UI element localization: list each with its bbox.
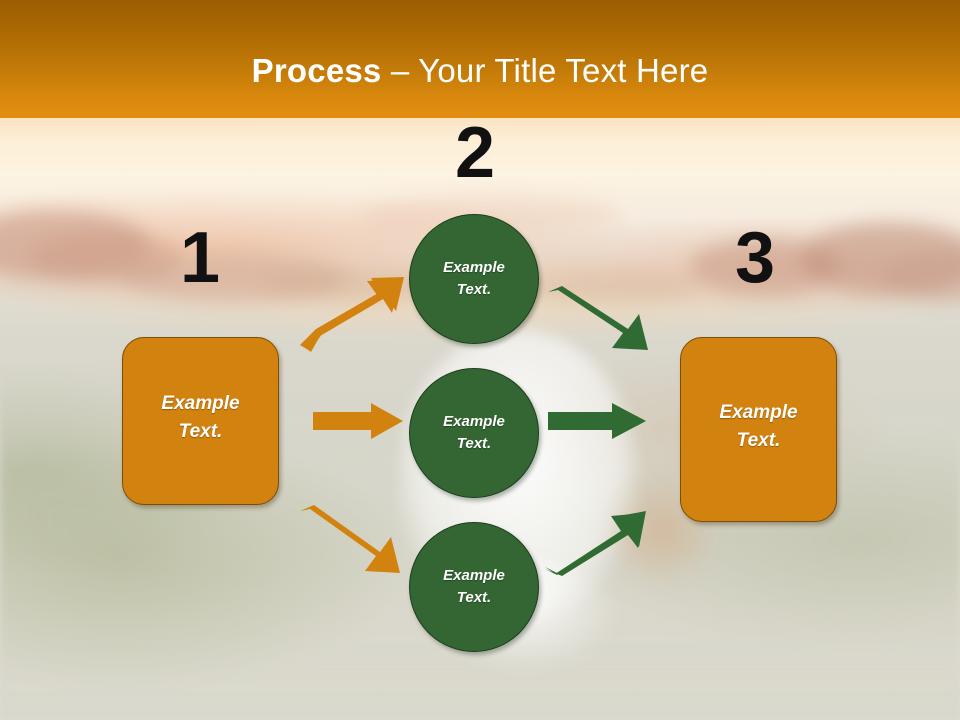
stage3-box-line2: Text. bbox=[736, 429, 781, 451]
stage2-circle-bottom-line2: Text. bbox=[456, 589, 492, 606]
step-number-1: 1 bbox=[179, 218, 221, 298]
arrow-box1-to-circle-top bbox=[300, 275, 410, 355]
stage2-circle-top-line2: Text. bbox=[456, 281, 492, 298]
step-number-2: 2 bbox=[454, 113, 496, 193]
stage2-circle-middle-line1: Example bbox=[443, 413, 505, 431]
page-title: Process – Your Title Text Here bbox=[0, 52, 960, 90]
stage2-circle-top[interactable]: Example Text. bbox=[409, 214, 539, 344]
arrow-circle-bottom-to-box3 bbox=[545, 505, 655, 577]
stage3-box[interactable]: Example Text. bbox=[680, 337, 837, 522]
arrow-box1-to-circle-middle bbox=[313, 403, 405, 439]
arrow-circle-top-to-box3 bbox=[548, 286, 658, 358]
stage2-circle-middle[interactable]: Example Text. bbox=[409, 368, 539, 498]
title-band bbox=[0, 0, 960, 118]
page-title-rest: – Your Title Text Here bbox=[381, 52, 709, 89]
step-number-3: 3 bbox=[734, 218, 776, 298]
stage2-circle-bottom-line1: Example bbox=[443, 567, 505, 585]
stage1-box-line2: Text. bbox=[178, 421, 223, 442]
page-title-strong: Process bbox=[251, 52, 382, 89]
stage3-box-line1: Example bbox=[719, 401, 798, 423]
arrow-circle-middle-to-box3 bbox=[548, 403, 648, 439]
stage2-circle-top-line1: Example bbox=[443, 259, 505, 277]
arrow-box1-to-circle-bottom bbox=[300, 505, 410, 585]
stage1-box[interactable]: Example Text. bbox=[122, 337, 279, 505]
stage2-circle-middle-text: Example Text. bbox=[443, 411, 505, 455]
stage2-circle-middle-line2: Text. bbox=[456, 435, 492, 452]
stage2-circle-top-text: Example Text. bbox=[443, 257, 505, 301]
stage1-box-line1: Example bbox=[161, 393, 240, 415]
stage3-box-text: Example Text. bbox=[719, 399, 797, 454]
stage1-box-text: Example Text. bbox=[161, 390, 239, 445]
stage2-circle-bottom-text: Example Text. bbox=[443, 565, 505, 609]
stage2-circle-bottom[interactable]: Example Text. bbox=[409, 522, 539, 652]
